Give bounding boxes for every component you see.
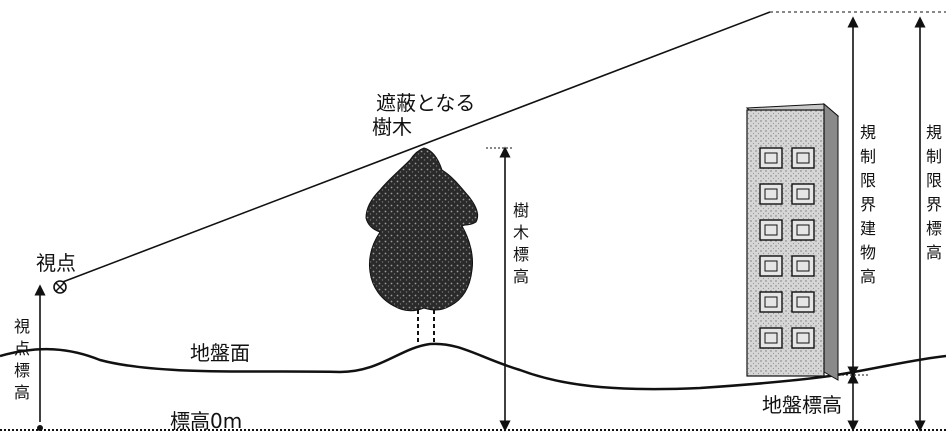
building-window-inner [796,224,810,236]
circle-cross-icon [53,280,67,294]
building-window [759,219,783,241]
limit-elevation-label: 規制限界標高 [926,123,942,262]
ground-surface-line [0,342,946,391]
building-window [791,255,815,277]
building-window [791,219,815,241]
building-window-inner [796,296,810,308]
building-windows [759,147,815,349]
building-window-inner [796,260,810,272]
viewpoint-elevation-label: 視点標高 [14,317,30,402]
building-window-inner [764,296,778,308]
building-window [759,255,783,277]
building-window-inner [764,332,778,344]
ground-surface-label: 地盤面 [190,341,250,365]
baseline-dot [37,425,43,431]
shielding-tree-label-2: 樹木 [372,115,412,139]
building-window [791,327,815,349]
building-window [791,147,815,169]
building-window [759,327,783,349]
building-height-label: 規制限界建物高 [860,123,876,286]
building-window [791,183,815,205]
building-window-inner [764,188,778,200]
building-window [759,147,783,169]
sight-line [59,11,771,284]
building-window [791,291,815,313]
building-window [759,183,783,205]
building-window [759,291,783,313]
building-window-inner [796,332,810,344]
building-window-inner [764,224,778,236]
tree-height-label: 樹木標高 [513,201,529,286]
shielding-tree-label-1: 遮蔽となる [376,91,475,115]
ground-elevation-label: 地盤標高 [762,393,842,417]
viewpoint-label: 視点 [36,251,76,275]
building-window-inner [764,260,778,272]
building-window-inner [764,152,778,164]
elevation-zero-label: 標高0m [170,409,242,433]
shielding-tree [365,147,479,342]
building-window-inner [796,188,810,200]
building-window-inner [796,152,810,164]
